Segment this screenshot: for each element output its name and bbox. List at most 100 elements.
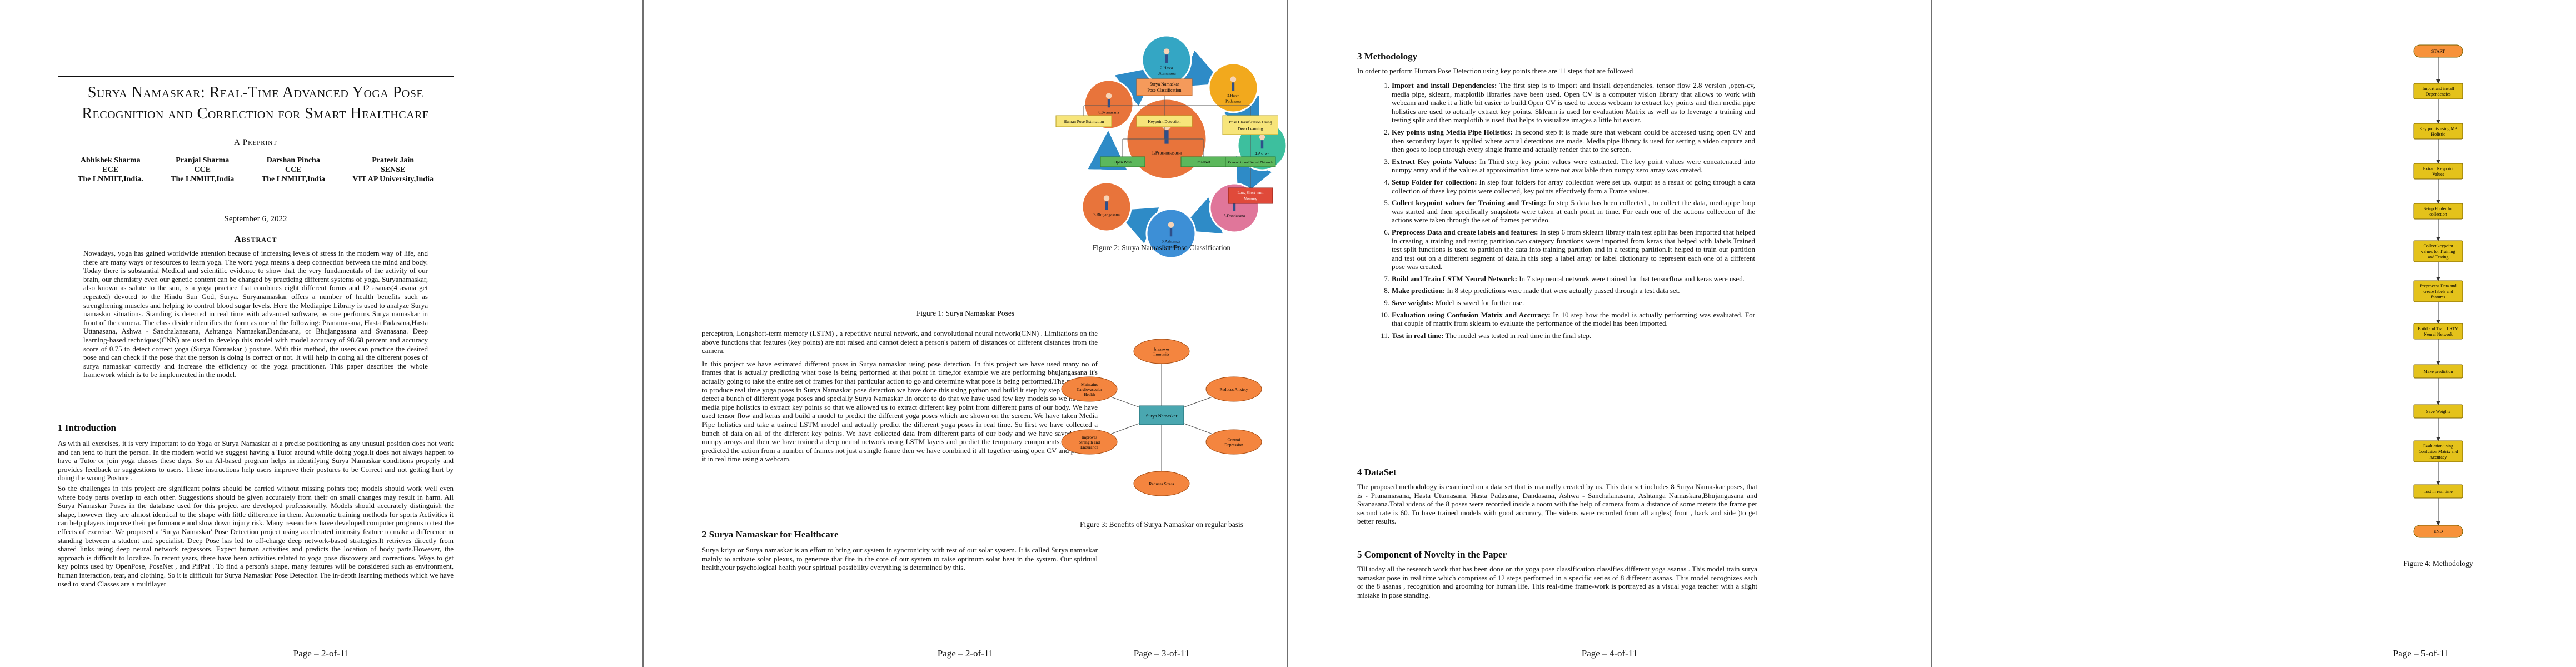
fig3-benefit-ellipse xyxy=(1205,429,1262,455)
flow-step-label: values for Training xyxy=(2421,249,2455,254)
pose-figure-head xyxy=(1163,48,1170,54)
fig2-level1-label-3a: Pose Classification Using xyxy=(1229,120,1272,125)
page-2-body: perceptron, Longshort-term memory (LSTM)… xyxy=(702,329,1098,465)
flow-step-label: and Testing xyxy=(2428,255,2449,260)
fig2-level1-label-3b: Deep Learning xyxy=(1238,126,1263,131)
page-2-paragraph-2: In this project we have estimated differ… xyxy=(702,359,1098,464)
fig3-benefit-label: Strength and xyxy=(1079,440,1100,445)
flow-step-label: Test in real time xyxy=(2424,489,2453,494)
fig2-level1-box-1 xyxy=(1055,115,1112,127)
methodology-steps: 1.Import and install Dependencies: The f… xyxy=(1380,81,1755,343)
page-2-paragraph-1: perceptron, Longshort-term memory (LSTM)… xyxy=(702,329,1098,355)
flow-step-label: Import and install xyxy=(2423,86,2455,91)
step-10: 10.Evaluation using Confusion Matrix and… xyxy=(1380,310,1755,328)
flow-terminal xyxy=(2413,525,2463,538)
pose-label: 8.Svanasana xyxy=(1098,110,1119,115)
flow-step-label: END xyxy=(2434,529,2443,534)
flow-step-label: Accuracy xyxy=(2430,455,2447,460)
intro-body: As with all exercises, it is very import… xyxy=(58,439,454,590)
fig3-benefit-label: Health xyxy=(1084,392,1095,397)
pose-label: 1.Pranamasana xyxy=(1152,150,1182,155)
flow-step-label: Save Weights xyxy=(2426,409,2450,414)
pose-label: 5.Dandasana xyxy=(1224,213,1245,218)
flow-step-label: create labels and xyxy=(2423,289,2453,294)
fig3-benefit-ellipse xyxy=(1061,376,1118,402)
intro-paragraph-1: As with all exercises, it is very import… xyxy=(58,439,454,482)
page-1: Surya Namaskar: Real-Time Advanced Yoga … xyxy=(0,0,642,667)
section-3-intro: In order to perform Human Pose Detection… xyxy=(1357,67,1633,75)
fig2-level2-label-2: PoseNet xyxy=(1197,160,1211,165)
pose-label: 7.Bhujangasana xyxy=(1093,212,1120,217)
fig3-center-box xyxy=(1139,405,1184,425)
pose-figure-head xyxy=(1259,134,1265,140)
title-line-1: Surya Namaskar: Real-Time Advanced Yoga … xyxy=(87,84,424,101)
flow-step-label: START xyxy=(2431,49,2445,54)
intro-paragraph-2: So the challenges in this project are si… xyxy=(58,484,454,588)
fig2-level2-box-1 xyxy=(1100,156,1145,167)
flow-step-label: Values xyxy=(2432,172,2444,177)
step-8: 8.Make prediction: In 8 step predictions… xyxy=(1384,286,1680,295)
pose-figure-head xyxy=(1168,222,1174,228)
page-4-number: Page – 4-of-11 xyxy=(1581,648,1638,659)
flow-step-label: Neural Network xyxy=(2424,332,2453,337)
fig3-benefit-ellipse xyxy=(1061,429,1118,455)
step-1: 1.Import and install Dependencies: The f… xyxy=(1384,81,1755,125)
flow-step-label: collection xyxy=(2429,212,2447,217)
fig3-benefit-label: Immunity xyxy=(1153,352,1170,357)
figure-4-caption: Figure 4: Methodology xyxy=(2403,559,2473,568)
figure-3-caption: Figure 3: Benefits of Surya Namaskar on … xyxy=(1080,520,1243,529)
fig3-benefit-label: Depression xyxy=(1224,442,1243,447)
pose-label: Padasana xyxy=(1225,99,1242,104)
section-3-heading: 3 Methodology xyxy=(1357,51,1418,62)
pose-figure-head xyxy=(1103,195,1110,201)
preprint-label: A Preprint xyxy=(234,138,277,147)
fig3-benefit-label: Control xyxy=(1228,437,1240,442)
ring-arrow xyxy=(1179,51,1223,87)
paper-date: September 6, 2022 xyxy=(224,215,287,223)
flow-step-label: Confusion Matrix and xyxy=(2419,449,2458,454)
intro-heading: 1 Introduction xyxy=(58,422,117,433)
title-line-2: Recognition and Correction for Smart Hea… xyxy=(82,105,430,122)
fig3-benefit-ellipse xyxy=(1133,471,1190,496)
section-5-paragraph: Till today all the research work that ha… xyxy=(1357,565,1757,599)
pose-label: 6.Ashtanga xyxy=(1162,239,1181,244)
flow-step-label: Extract Keypoint xyxy=(2423,166,2454,171)
fig3-benefit-label: Endurance xyxy=(1080,445,1099,450)
step-5: 5.Collect keypoint values for Training a… xyxy=(1384,198,1755,225)
fig2-level1-label-2: Keypoint Detection xyxy=(1148,119,1181,124)
flow-step-label: Dependencies xyxy=(2426,92,2451,97)
step-11: 11.Test in real time: The model was test… xyxy=(1381,331,1591,340)
fig2-level3-label-2: Memory xyxy=(1244,197,1258,201)
page-4: 3 Methodology In order to perform Human … xyxy=(1288,0,1931,667)
title-rule-top xyxy=(58,76,454,77)
step-3: 3.Extract Key points Values: In Third st… xyxy=(1384,157,1755,175)
pose-label: Namaskar xyxy=(1163,245,1180,250)
figure-2-diagram: Surya Namaskar Pose Classification Human… xyxy=(1055,78,1278,204)
paper-title: Surya Namaskar: Real-Time Advanced Yoga … xyxy=(58,82,454,125)
fig3-benefit-label: Maintains xyxy=(1081,382,1098,387)
fig2-level1-box-2 xyxy=(1136,115,1193,127)
fig3-benefit-label: Improves xyxy=(1154,347,1169,352)
fig2-root-label-2: Pose Classification xyxy=(1147,88,1181,93)
flow-step-label: Setup Folder for xyxy=(2424,206,2453,211)
step-2: 2.Key points using Media Pipe Holistics:… xyxy=(1384,127,1755,154)
abstract-heading: Abstract xyxy=(234,233,277,244)
fig2-root-box xyxy=(1136,78,1193,96)
pose-figure-head xyxy=(1105,93,1112,99)
section-2-paragraph: Surya kriya or Surya namaskar is an effo… xyxy=(702,546,1098,572)
fig2-level3-label-1: Long Short-term xyxy=(1238,191,1264,195)
pose-label: 3.Hasta xyxy=(1227,93,1240,98)
fig3-benefit-label: Reduces Anxiety xyxy=(1219,387,1248,392)
flow-step-label: Preprocess Data and xyxy=(2420,283,2456,288)
fig2-level1-box-3 xyxy=(1222,115,1278,135)
page-3-number: Page – 3-of-11 xyxy=(1133,648,1190,659)
page-number: Page – 2-of-11 xyxy=(293,648,350,659)
